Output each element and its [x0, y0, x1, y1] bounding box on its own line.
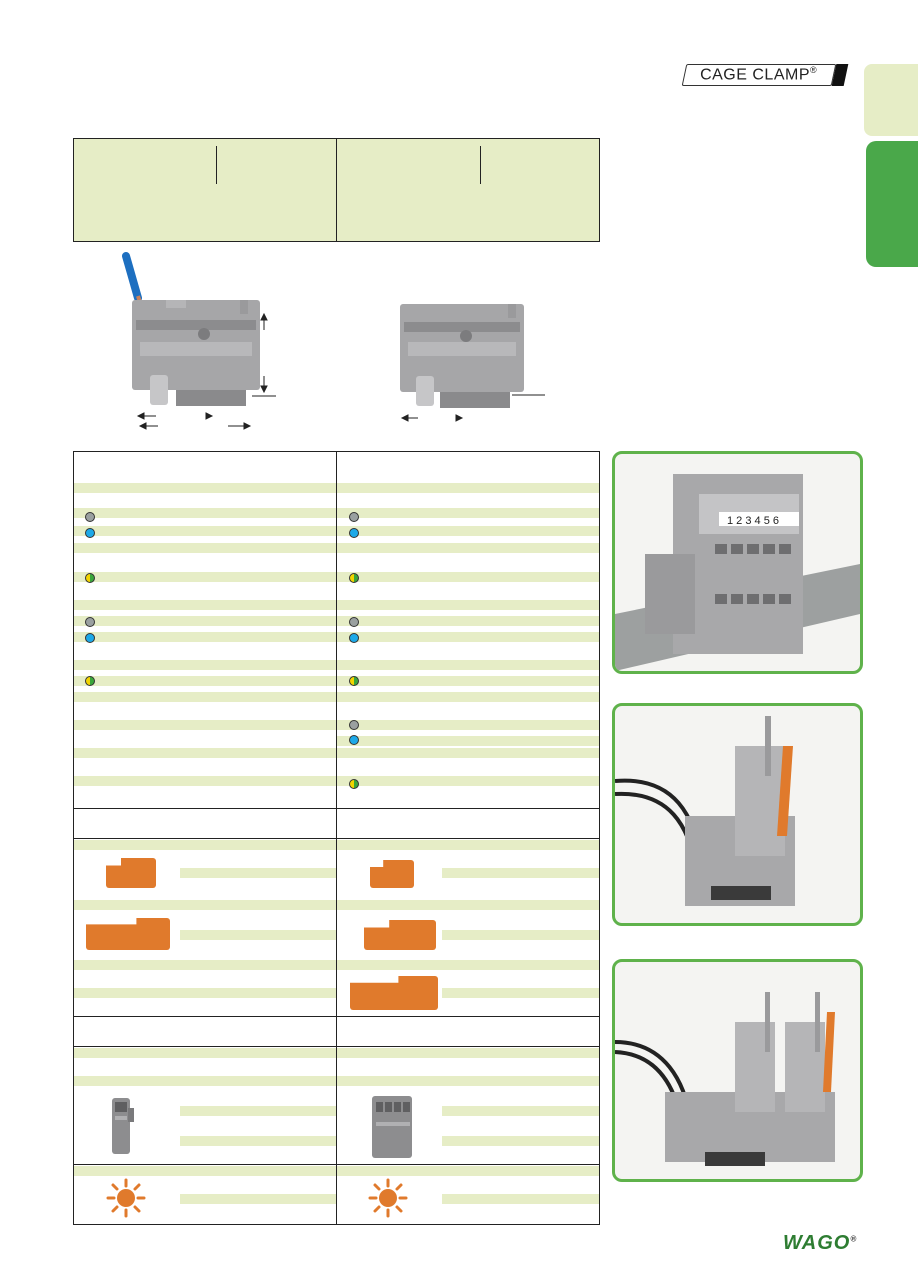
table-row	[337, 632, 599, 642]
header-box-right	[336, 138, 600, 242]
table-row	[337, 900, 599, 910]
grey-dot-icon	[349, 617, 359, 627]
table-row	[337, 736, 599, 746]
blue-dot-icon	[349, 735, 359, 745]
product-drawing-left	[122, 252, 276, 430]
table-row	[337, 572, 599, 582]
table-row	[337, 1076, 599, 1086]
terminal-block-plug-icon	[615, 716, 795, 906]
yellow-green-dot-icon	[349, 676, 359, 686]
table-row	[442, 930, 599, 940]
terminal-block-icon	[400, 304, 524, 408]
table-row	[337, 840, 599, 850]
table-row	[74, 676, 336, 686]
table-row	[442, 1106, 599, 1116]
grey-dot-icon	[349, 720, 359, 730]
blue-dot-icon	[349, 528, 359, 538]
table-row	[337, 616, 599, 626]
section-divider	[74, 838, 600, 839]
table-row	[180, 868, 336, 878]
table-row	[74, 1076, 336, 1086]
product-photo-multiple-plugs	[612, 959, 863, 1182]
table-row	[442, 1136, 599, 1146]
plug-4-pole-icon	[372, 1096, 412, 1158]
table-row	[337, 508, 599, 518]
table-row	[337, 676, 599, 686]
section-divider	[74, 1164, 600, 1165]
table-row	[180, 1194, 336, 1204]
blue-dot-icon	[349, 633, 359, 643]
header-divider-right	[480, 146, 481, 184]
table-row	[74, 526, 336, 536]
cage-clamp-logo-text: CAGE CLAMP®	[700, 65, 818, 84]
blue-dot-icon	[85, 528, 95, 538]
table-row	[337, 483, 599, 493]
table-row	[74, 776, 336, 786]
table-row	[337, 960, 599, 970]
table-row	[74, 840, 336, 850]
table-row	[442, 988, 599, 998]
header-divider-left	[216, 146, 217, 184]
section-divider	[74, 1016, 600, 1017]
table-row	[74, 748, 336, 758]
table-row	[74, 1166, 336, 1176]
table-row	[74, 543, 336, 553]
section-divider	[74, 808, 600, 809]
cage-clamp-logo: CAGE CLAMP®	[681, 64, 837, 86]
table-row	[442, 1194, 599, 1204]
plug-1-pole-icon	[112, 1098, 134, 1154]
table-row	[74, 692, 336, 702]
table-row	[337, 526, 599, 536]
table-row	[74, 900, 336, 910]
table-row	[442, 868, 599, 878]
orange-star-icon	[368, 1178, 408, 1218]
table-row	[337, 776, 599, 786]
table-row	[180, 1106, 336, 1116]
table-row	[337, 1166, 599, 1176]
table-row	[337, 660, 599, 670]
table-row	[180, 1136, 336, 1146]
blue-dot-icon	[85, 633, 95, 643]
table-row	[337, 1048, 599, 1058]
svg-text:1 2 3 4 5 6: 1 2 3 4 5 6	[727, 515, 779, 527]
section-tab-green[interactable]	[866, 141, 918, 267]
table-row	[337, 600, 599, 610]
table-row	[74, 483, 336, 493]
table-row	[337, 543, 599, 553]
table-row	[337, 692, 599, 702]
wago-logo: WAGO®	[783, 1232, 858, 1254]
table-row	[74, 508, 336, 518]
table-row	[74, 1048, 336, 1058]
dimension-arrow-icon	[400, 394, 545, 422]
table-row	[74, 988, 336, 998]
yellow-green-dot-icon	[85, 676, 95, 686]
orange-star-icon	[106, 1178, 146, 1218]
yellow-green-dot-icon	[85, 573, 95, 583]
dimension-arrow-icon	[136, 312, 276, 430]
section-divider	[74, 1046, 600, 1047]
table-row	[74, 660, 336, 670]
header-box-left	[73, 138, 337, 242]
table-row	[74, 632, 336, 642]
yellow-green-dot-icon	[349, 573, 359, 583]
table-row	[74, 616, 336, 626]
product-drawing-right	[400, 304, 545, 422]
product-photo-with-plug	[612, 703, 863, 926]
table-row	[337, 748, 599, 758]
grey-dot-icon	[85, 617, 95, 627]
terminal-block-rail-icon: 1 2 3 4 5 6	[615, 474, 860, 671]
yellow-green-dot-icon	[349, 779, 359, 789]
table-row	[74, 572, 336, 582]
table-row	[337, 720, 599, 730]
terminal-block-plugs-icon	[615, 992, 835, 1166]
table-row	[74, 960, 336, 970]
terminal-block-icon	[132, 300, 260, 406]
table-row	[74, 600, 336, 610]
product-photo-rail-mounted: 1 2 3 4 5 6	[612, 451, 863, 674]
grey-dot-icon	[349, 512, 359, 522]
grey-dot-icon	[85, 512, 95, 522]
table-row	[180, 930, 336, 940]
section-tab-light	[864, 64, 918, 136]
table-row	[74, 720, 336, 730]
